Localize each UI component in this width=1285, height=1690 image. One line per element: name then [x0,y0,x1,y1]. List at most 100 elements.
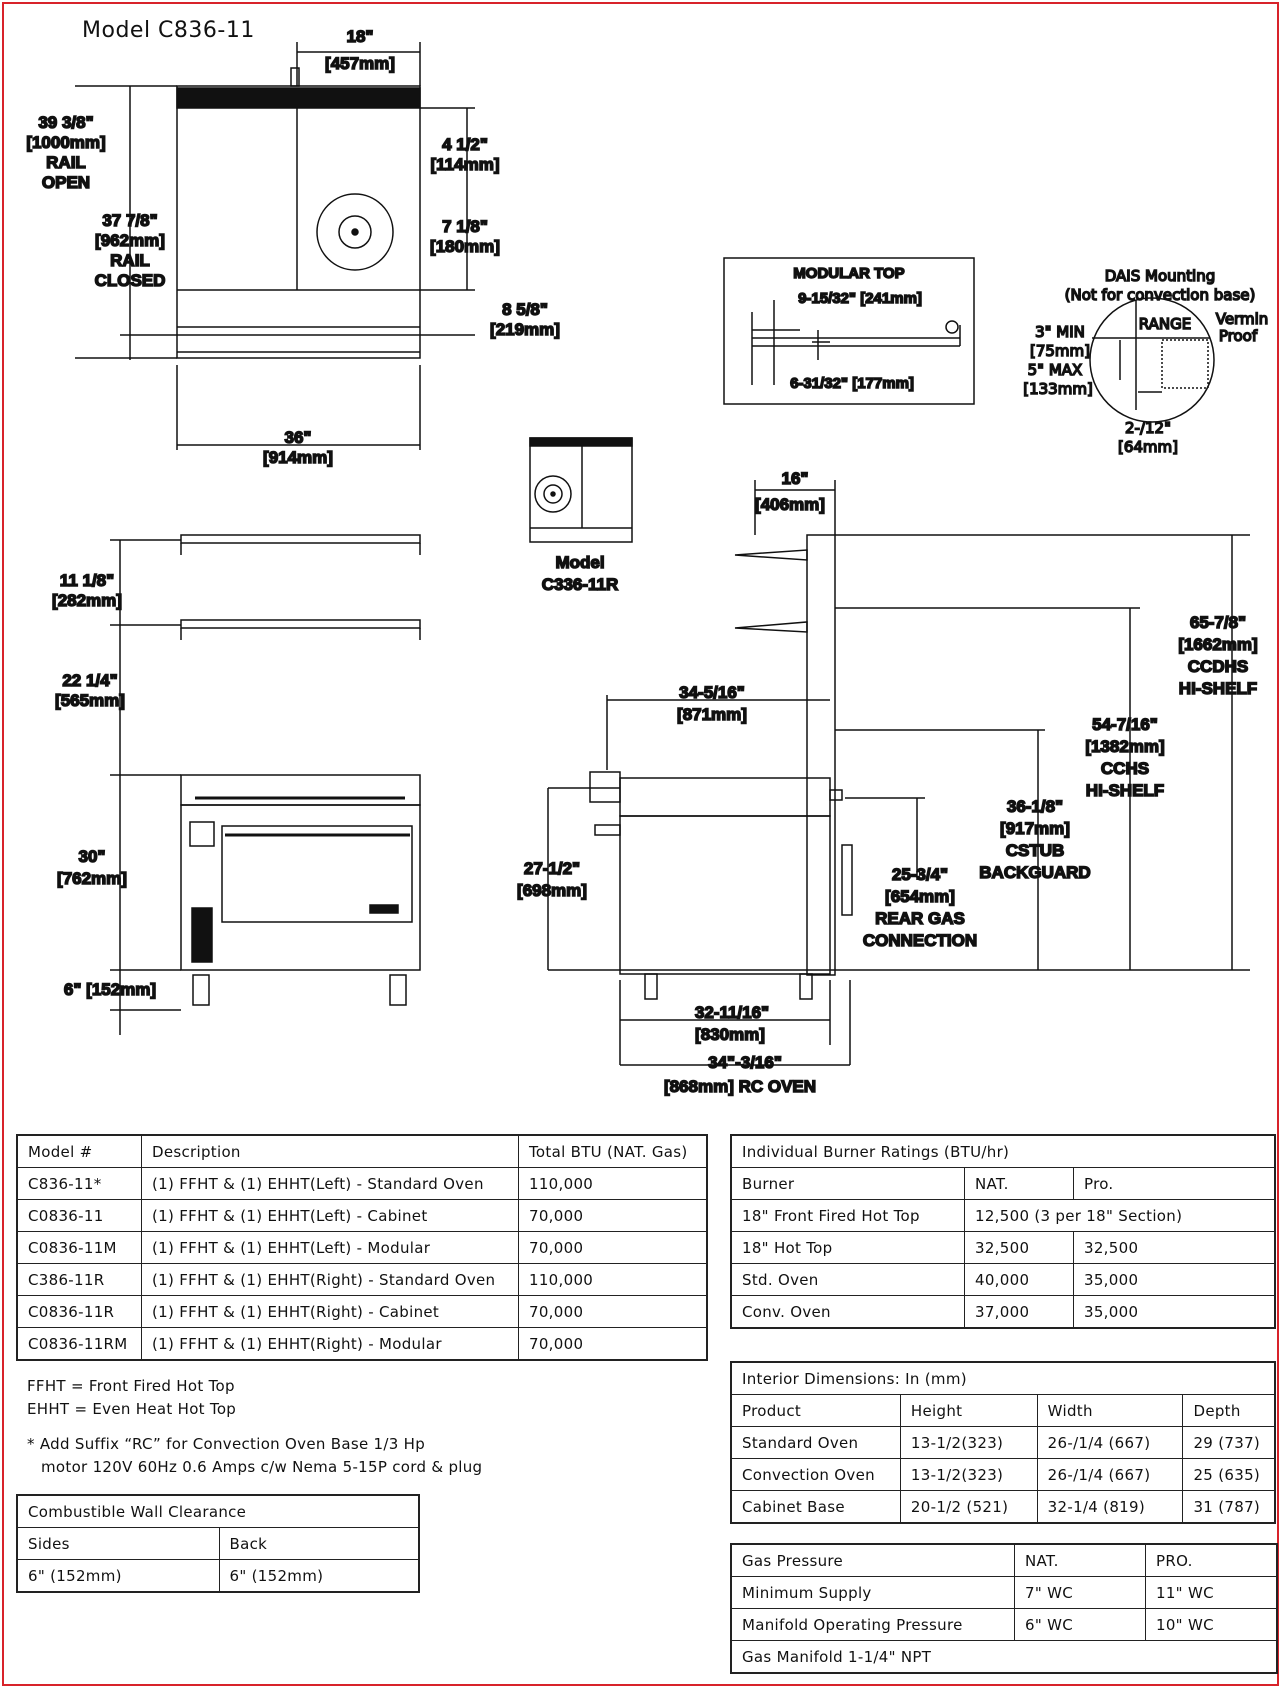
table-row: C0836-11 (1) FFHT & (1) EHHT(Left) - Cab… [16,1199,708,1232]
technical-drawing: 18" [457mm] 39 3/8" [1000mm] RAIL OPEN 3… [26,26,1269,1097]
modular-top-detail [723,257,975,405]
dim-565: [565mm] [55,691,125,710]
label-open: OPEN [42,173,90,192]
table-row: 18" Front Fired Hot Top 12,500 (3 per 18… [730,1199,1276,1232]
table-row: Std. Oven 40,000 35,000 [730,1263,1276,1296]
note-ehht: EHHT = Even Heat Hot Top [27,1400,237,1418]
dim-457: [457mm] [325,54,395,73]
dim-25-3-4: 25-3/4" [892,865,948,884]
top-plan-view [75,42,475,450]
cell-model: C0836-11 [16,1199,142,1232]
dim-654: [654mm] [885,887,955,906]
gas-header-nat: NAT. [1014,1543,1146,1577]
gas-pressure-table: Gas Pressure NAT. PRO. Minimum Supply 7"… [730,1543,1278,1674]
header-description: Description [141,1134,519,1168]
models-table: Model # Description Total BTU (NAT. Gas)… [16,1134,708,1361]
dim-27-1-2: 27-1/2" [524,859,580,878]
model-r-number: C336-11R [542,575,619,594]
dim-7-1-8: 7 1/8" [442,217,488,236]
cell-description: (1) FFHT & (1) EHHT(Right) - Modular [141,1327,519,1361]
burner-name: Conv. Oven [730,1295,965,1329]
side-elevation [547,480,1250,1066]
label-rear-gas: REAR GAS [875,909,965,928]
burner-pro: 32,500 [1073,1231,1276,1264]
modular-dim-top: 9-15/32" [241mm] [798,290,922,307]
gas-pro: 11" WC [1145,1576,1278,1609]
dim-rail-closed-mm: [962mm] [95,231,165,250]
dim-406: [406mm] [755,495,825,514]
cell-btu: 70,000 [518,1327,708,1361]
cell-description: (1) FFHT & (1) EHHT(Left) - Cabinet [141,1199,519,1232]
burner-header-pro: Pro. [1073,1167,1276,1200]
dim-871: [871mm] [677,705,747,724]
dais-heading: DAIS Mounting [1105,267,1215,285]
label-hi-shelf-2: HI-SHELF [1086,781,1164,800]
dim-1382: [1382mm] [1085,737,1164,756]
suffix-note: * Add Suffix “RC” for Convection Oven Ba… [27,1433,482,1479]
dim-rail-closed: 37 7/8" [102,211,157,230]
burner-nat: 32,500 [964,1231,1074,1264]
interior-width: 26-/1/4 (667) [1036,1426,1184,1459]
cell-btu: 110,000 [518,1263,708,1296]
table-row: Convection Oven 13-1/2(323) 26-/1/4 (667… [730,1458,1276,1491]
dais-bottom-mm: [64mm] [1118,438,1178,456]
model-r-label: Model [555,553,604,572]
table-row: Standard Oven 13-1/2(323) 26-/1/4 (667) … [730,1426,1276,1459]
burner-name: 18" Hot Top [730,1231,965,1264]
dim-rail-open-mm: [1000mm] [26,133,105,152]
dim-4-1-2: 4 1/2" [442,135,488,154]
gas-label: Minimum Supply [730,1576,1015,1609]
label-cstub: CSTUB [1006,841,1065,860]
dim-219: [219mm] [490,320,560,339]
dais-vermin: Vermin [1216,310,1269,328]
model-r-thumbnail [529,437,633,543]
table-row: Manifold Operating Pressure 6" WC 10" WC [730,1608,1278,1641]
table-row: Cabinet Base 20-1/2 (521) 32-1/4 (819) 3… [730,1490,1276,1524]
gas-header-pro: PRO. [1145,1543,1278,1577]
gas-pro: 10" WC [1145,1608,1278,1641]
burner-name: 18" Front Fired Hot Top [730,1199,965,1232]
dim-1662: [1662mm] [1178,635,1257,654]
interior-product: Cabinet Base [730,1490,901,1524]
dais-max-mm: [133mm] [1023,380,1093,398]
dim-114: [114mm] [431,155,500,174]
label-rail-2: RAIL [110,251,150,270]
abbreviation-notes: FFHT = Front Fired Hot Top EHHT = Even H… [27,1375,236,1421]
dim-rail-open: 39 3/8" [38,113,93,132]
gas-nat: 7" WC [1014,1576,1146,1609]
clearance-header-back: Back [218,1527,420,1560]
cell-btu: 70,000 [518,1231,708,1264]
interior-dimensions-table: Interior Dimensions: In (mm) Product Hei… [730,1361,1276,1524]
clearance-sides-value: 6" (152mm) [16,1559,220,1593]
dim-917: [917mm] [1000,819,1070,838]
table-row: Conv. Oven 37,000 35,000 [730,1295,1276,1329]
dim-868-rc-oven: [868mm] RC OVEN [664,1077,816,1096]
front-elevation [110,534,421,1035]
burner-nat: 40,000 [964,1263,1074,1296]
note-suffix-line1: * Add Suffix “RC” for Convection Oven Ba… [27,1435,426,1453]
dim-914: [914mm] [263,448,333,467]
dim-36: 36" [285,428,312,447]
label-closed: CLOSED [95,271,166,290]
label-backguard: BACKGUARD [979,863,1090,882]
label-connection: CONNECTION [863,931,977,950]
modular-dim-bottom: 6-31/32" [177mm] [790,375,914,392]
cell-description: (1) FFHT & (1) EHHT(Right) - Standard Ov… [141,1263,519,1296]
burner-title: Individual Burner Ratings (BTU/hr) [730,1134,1276,1168]
table-row: C0836-11RM (1) FFHT & (1) EHHT(Right) - … [16,1327,708,1361]
interior-header-width: Width [1036,1394,1184,1427]
dais-bottom: 2-/12" [1125,419,1171,437]
interior-width: 26-/1/4 (667) [1036,1458,1184,1491]
cell-model: C0836-11R [16,1295,142,1328]
dais-detail [1089,297,1215,423]
interior-header-depth: Depth [1182,1394,1276,1427]
dim-34-5-16: 34-5/16" [679,683,745,702]
burner-name: Std. Oven [730,1263,965,1296]
header-total-btu: Total BTU (NAT. Gas) [518,1134,708,1168]
label-ccdhs: CCDHS [1188,657,1248,676]
header-model: Model # [16,1134,142,1168]
dais-min: 3" MIN [1035,323,1085,341]
cell-model: C386-11R [16,1263,142,1296]
burner-pro: 35,000 [1073,1263,1276,1296]
interior-height: 20-1/2 (521) [899,1490,1038,1524]
